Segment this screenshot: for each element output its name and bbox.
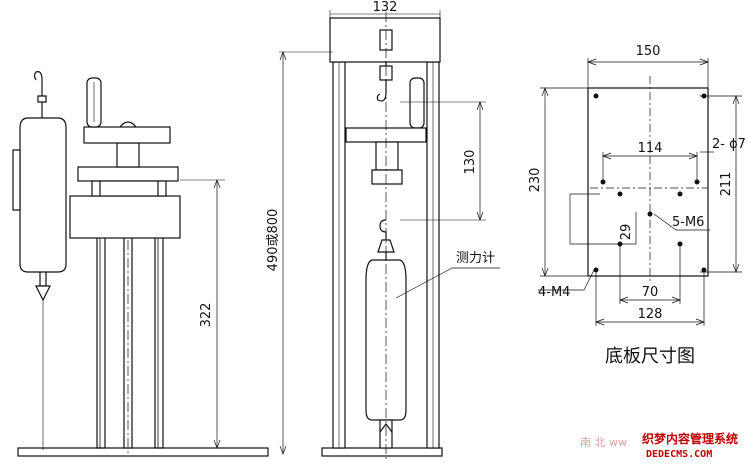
- watermark-small-text: 南 北 ww: [580, 436, 627, 449]
- side-stroke-dimension: 130: [463, 150, 478, 175]
- plate-drawing-title: 底板尺寸图: [605, 346, 695, 367]
- watermark: 南 北 ww 织梦内容管理系统 DEDECMS.COM: [580, 431, 738, 460]
- base-plate-holes: [593, 93, 707, 273]
- plate-hole-label: 2- ϕ7: [712, 137, 746, 152]
- gauge-label: 测力计: [456, 251, 495, 266]
- plate-dim-29: 29: [619, 224, 634, 241]
- plate-dim-70: 70: [642, 285, 659, 300]
- plate-dim-128: 128: [638, 307, 663, 322]
- plate-hole-spacing-y: 211: [719, 172, 734, 197]
- side-view: [279, 10, 500, 462]
- plate-m6-label: 5-M6: [672, 215, 704, 230]
- plate-width-dimension: 150: [636, 44, 661, 59]
- side-width-dimension: 132: [373, 0, 398, 15]
- plate-m4-label: 4-M4: [538, 285, 570, 300]
- watermark-brand: 织梦内容管理系统: [642, 431, 738, 446]
- watermark-url: DEDECMS.COM: [646, 449, 712, 460]
- front-height-dimension: 322: [199, 303, 214, 328]
- base-plate-drawing: [538, 58, 742, 326]
- front-view: [12, 71, 269, 457]
- plate-hole-spacing-x: 114: [638, 141, 663, 156]
- side-total-height-dimension: 490或800: [266, 209, 281, 272]
- plate-height-dimension: 230: [528, 168, 543, 193]
